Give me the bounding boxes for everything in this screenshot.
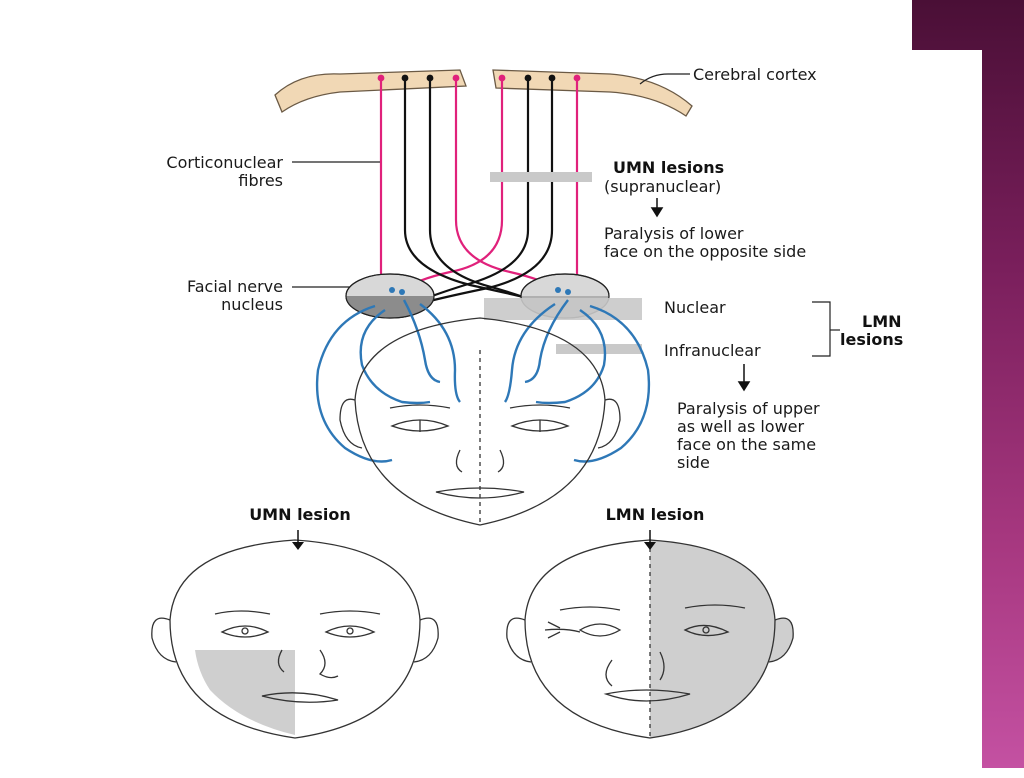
label-nucleus: nucleus xyxy=(221,295,283,314)
cortex-right xyxy=(492,69,693,117)
facial-nerves-blue xyxy=(315,299,651,463)
label-infranuclear: Infranuclear xyxy=(664,341,761,360)
label-umn-effect-2: face on the opposite side xyxy=(604,242,806,261)
label-umn-effect-1: Paralysis of lower xyxy=(604,224,744,243)
corticonuclear-fibres-black xyxy=(403,80,554,310)
label-corticonuclear: Corticonuclear xyxy=(166,153,283,172)
label-supranuclear: (supranuclear) xyxy=(604,177,721,196)
label-lesions: lesions xyxy=(840,330,903,349)
cortex-neurons xyxy=(377,74,581,82)
label-umn-lesions: UMN lesions xyxy=(613,158,724,177)
label-lmn-effect-2: as well as lower xyxy=(677,417,805,436)
face-lmn-lesion xyxy=(506,530,794,739)
umn-lesion-marker xyxy=(490,172,592,182)
label-umn-lesion: UMN lesion xyxy=(249,505,351,524)
label-fibres: fibres xyxy=(238,171,283,190)
face-umn-lesion xyxy=(151,530,439,739)
label-lmn-effect-4: side xyxy=(677,453,710,472)
arrows xyxy=(650,198,751,392)
label-lmn-lesion: LMN lesion xyxy=(606,505,705,524)
corticonuclear-fibres-pink xyxy=(379,80,579,292)
label-lmn-effect-3: face on the same xyxy=(677,435,816,454)
infranuclear-lesion-marker xyxy=(556,344,642,354)
face-diagram-top xyxy=(339,317,621,526)
accent-bar-inner xyxy=(912,50,982,778)
label-nuclear: Nuclear xyxy=(664,298,726,317)
label-lmn-effect-1: Paralysis of upper xyxy=(677,399,820,418)
facial-nucleus-left xyxy=(345,273,435,319)
nuclear-lesion-marker xyxy=(484,298,642,320)
label-lmn: LMN xyxy=(862,312,902,331)
leader-lines xyxy=(292,73,840,357)
label-facial-nerve: Facial nerve xyxy=(187,277,283,296)
label-cerebral-cortex: Cerebral cortex xyxy=(693,65,817,84)
cortex-left xyxy=(274,69,467,113)
